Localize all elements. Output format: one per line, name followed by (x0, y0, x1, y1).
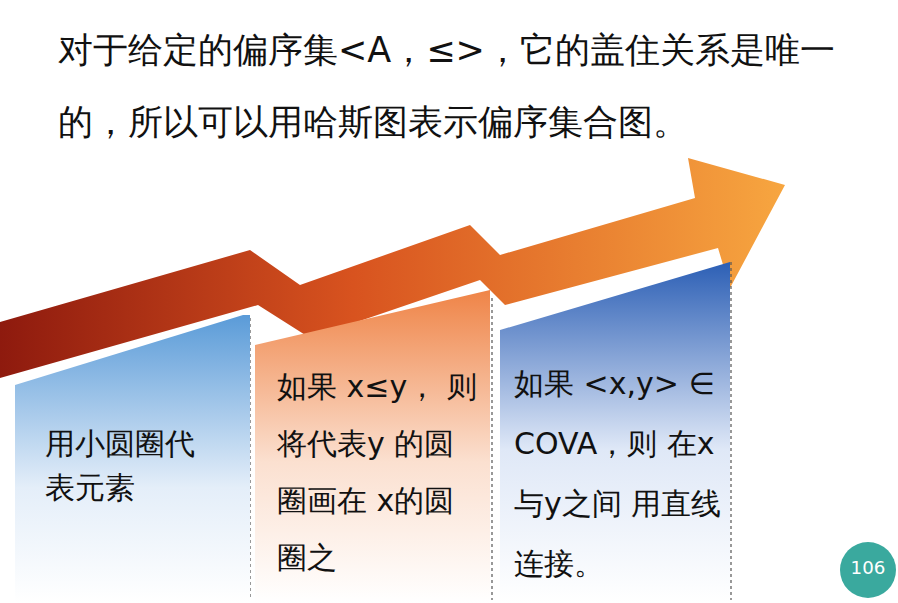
node-fill (255, 290, 490, 603)
page-number: 106 (840, 542, 896, 594)
node-fill (500, 262, 730, 603)
node-fill (15, 315, 250, 603)
slide-title: 对于给定的偏序集<A，≤>，它的盖住关系是唯一的，所以可以用哈斯图表示偏序集合图… (58, 14, 893, 158)
step-panel: 如果 <x,y> ∈COVA，则 在x与y之间 用直线连接。 (500, 262, 730, 603)
page-number-badge: 106 (840, 542, 896, 598)
panel-text: 如果 x≤y， 则将代表y 的圆圈画在 x的圆圈之 (277, 358, 477, 586)
panel-text: 用小圆圈代表元素 (45, 422, 210, 510)
panel-text: 如果 <x,y> ∈COVA，则 在x与y之间 用直线连接。 (514, 354, 726, 594)
node-fill (840, 542, 896, 598)
step-panel: 用小圆圈代表元素 (15, 310, 250, 603)
step-panel: 如果 x≤y， 则将代表y 的圆圈画在 x的圆圈之 (255, 290, 490, 603)
